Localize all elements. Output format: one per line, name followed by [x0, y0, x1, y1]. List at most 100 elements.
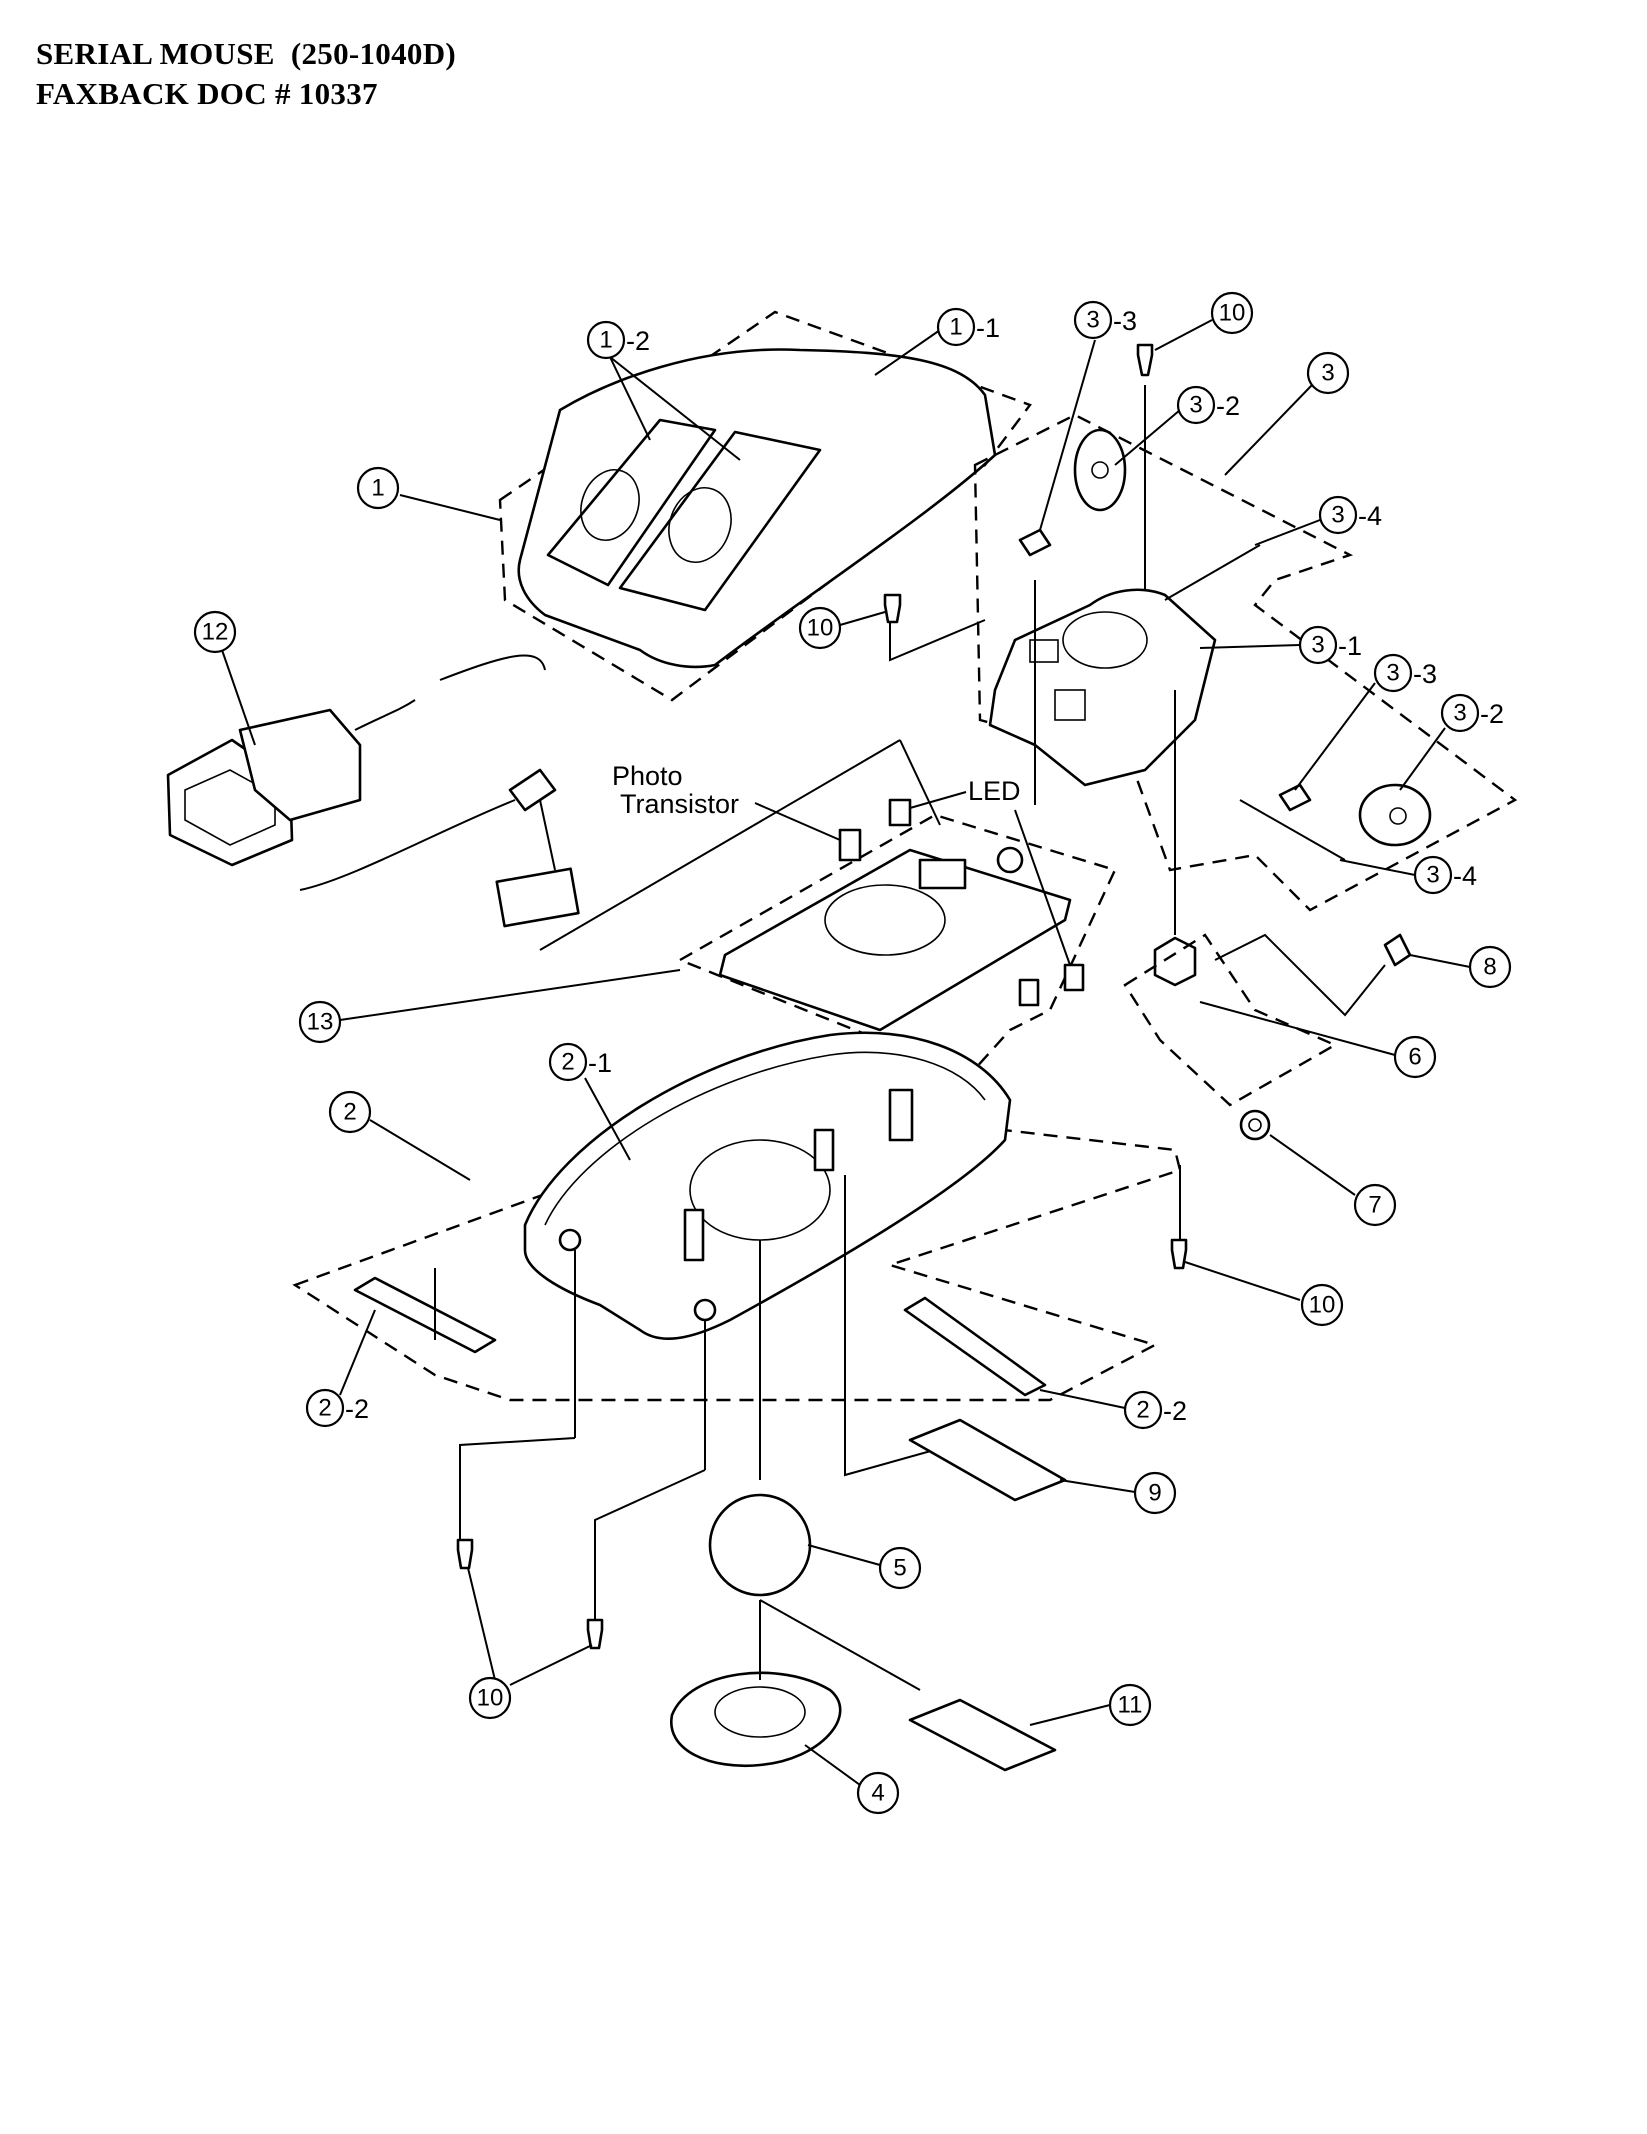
callout-6-circle	[1393, 1035, 1437, 1079]
callout-1-1-circle	[936, 307, 976, 347]
callout-3-3a-suffix: -3	[1113, 306, 1137, 336]
leader-1-2b	[609, 356, 741, 461]
db9-face	[184, 769, 276, 846]
callout-3-2a: 3	[1189, 392, 1202, 419]
base-screw-boss-front	[693, 1298, 717, 1322]
board-capacitor	[996, 846, 1024, 874]
callout-11: 11	[1118, 1692, 1143, 1719]
leader-3-1	[1199, 644, 1301, 649]
leader-3-2a	[1114, 409, 1181, 466]
callout-2-circle	[328, 1090, 372, 1134]
callout-2-1-circle	[548, 1042, 588, 1082]
callout-2-1: 2	[561, 1049, 574, 1076]
encoder-housing	[988, 588, 1217, 787]
callout-11-circle	[1108, 1683, 1152, 1727]
callout-2-2a-suffix: -2	[345, 1394, 369, 1424]
screw-base-right	[1170, 1238, 1188, 1270]
pcb-group	[539, 739, 1117, 1082]
connector-hood	[238, 708, 362, 822]
encoder-assembly-group	[883, 343, 1518, 935]
transistor-label: Transistor	[620, 789, 739, 819]
right-button	[618, 430, 822, 612]
base-group	[292, 1031, 1182, 1480]
leader-2-1	[584, 1077, 631, 1161]
callout-3-2a-circle	[1176, 385, 1216, 425]
roller-x	[1018, 528, 1052, 557]
leader-5	[807, 1544, 881, 1566]
callout-3-1-circle	[1298, 625, 1338, 665]
photo-label: Photo	[612, 761, 683, 791]
callout-1: 1	[371, 475, 384, 502]
leader-10d-b	[509, 1644, 593, 1686]
encoder-assembly-boundary	[973, 413, 1518, 912]
screw-path-top	[889, 605, 986, 662]
leader-9	[1059, 1479, 1136, 1493]
switch-boundary	[1123, 933, 1338, 1107]
leader-13	[339, 969, 681, 1021]
leader-11	[1029, 1704, 1111, 1726]
ball-retainer-opening	[714, 1686, 806, 1738]
leader-led-side	[1014, 809, 1071, 966]
screw-encoder	[1136, 343, 1154, 377]
callout-1-2-circle	[586, 320, 626, 360]
guide-line-pcb	[539, 739, 901, 951]
callout-12: 12	[202, 619, 229, 646]
foot-pad-left	[353, 1276, 497, 1354]
left-button	[546, 418, 717, 587]
callout-3-4a-circle	[1318, 495, 1358, 535]
leader-3-3b	[1294, 682, 1376, 791]
leader-7	[1269, 1134, 1356, 1196]
document-title: SERIAL MOUSE (250-1040D)	[36, 36, 457, 71]
board-ball-hole	[824, 884, 946, 956]
callout-8: 8	[1483, 954, 1496, 981]
leader-2-2b	[1039, 1389, 1126, 1409]
callout-3-4b-suffix: -4	[1453, 861, 1477, 891]
encoder-wheel-x-hub	[1091, 461, 1109, 479]
right-button-hole	[668, 487, 732, 563]
base-inner-rim	[544, 1051, 986, 1226]
screw-top	[883, 593, 902, 624]
leader-led	[909, 791, 967, 809]
base-shell	[523, 1031, 1012, 1340]
callout-3-4b-circle	[1413, 855, 1453, 895]
callout-9-circle	[1133, 1471, 1177, 1515]
callout-10d: 10	[477, 1685, 504, 1712]
callout-3-3b-circle	[1373, 653, 1413, 693]
callout-13-circle	[298, 1000, 342, 1044]
encoder-wheel-y-hub	[1389, 807, 1407, 825]
callout-2-2a-circle	[305, 1388, 345, 1428]
screw-base-front	[586, 1618, 604, 1650]
callout-10c-circle	[1300, 1283, 1344, 1327]
callout-3-3b-suffix: -3	[1413, 659, 1437, 689]
callout-1-2-suffix: -2	[626, 326, 650, 356]
leader-10d-a	[467, 1567, 496, 1681]
leader-3-4a	[1254, 519, 1321, 546]
tracking-ball	[708, 1493, 812, 1597]
leader-6	[1199, 1001, 1396, 1056]
spring-guide	[1214, 933, 1386, 1017]
callout-5-circle	[878, 1546, 922, 1590]
base-screw-boss-left	[558, 1228, 582, 1252]
callout-10a: 10	[1219, 300, 1246, 327]
callout-10c: 10	[1309, 1292, 1336, 1319]
leader-10b	[839, 611, 886, 626]
cable-boot	[354, 699, 416, 731]
callout-3-3a-circle	[1073, 300, 1113, 340]
callout-6: 6	[1408, 1044, 1421, 1071]
leader-10a	[1154, 319, 1213, 351]
spring	[1383, 933, 1412, 967]
base-post-right	[888, 1088, 914, 1142]
shaft-x	[1164, 544, 1261, 601]
leader-3-2b	[1399, 727, 1446, 791]
callout-3-3b: 3	[1386, 660, 1399, 687]
board-connector	[495, 867, 580, 928]
callout-2-2b: 2	[1136, 1397, 1149, 1424]
base-post-left	[683, 1208, 705, 1262]
top-cover-group	[498, 310, 1032, 702]
leader-1-2a	[609, 356, 651, 441]
callout-1-2: 1	[599, 327, 612, 354]
callout-7-circle	[1353, 1183, 1397, 1227]
switch-bracket	[1153, 936, 1197, 987]
cable-connector-group	[166, 654, 580, 928]
